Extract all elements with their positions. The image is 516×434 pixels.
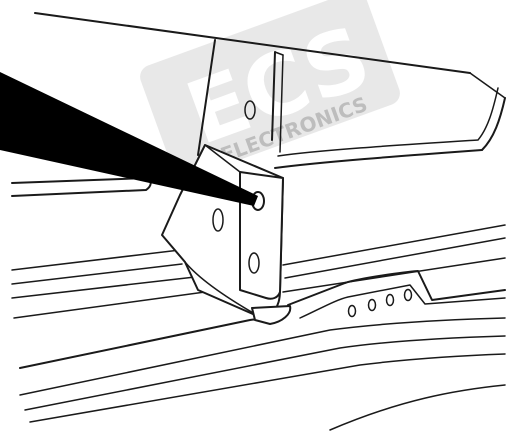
post-top-cap <box>274 51 284 56</box>
left-trim-line-1 <box>11 249 181 271</box>
post-left-edge <box>197 39 216 156</box>
mirror-panel <box>34 12 506 169</box>
sill-inner <box>299 284 506 319</box>
panel-right-edge <box>481 97 506 151</box>
sill-outline <box>287 270 506 306</box>
post-hole <box>244 100 256 120</box>
panel-top-edge <box>34 12 471 74</box>
pointer-wedge <box>0 72 258 206</box>
post-inner-edge <box>279 54 284 153</box>
rail-line-b <box>13 291 206 319</box>
left-trim-line-2 <box>11 263 183 285</box>
panel-inner-line <box>469 72 506 99</box>
vent-hole-1 <box>347 304 357 318</box>
rail-line-a <box>11 276 196 299</box>
rail-line-e <box>282 257 506 293</box>
bracket-fold-line <box>204 144 241 173</box>
rail-line-c <box>282 224 506 266</box>
watermark-logo: ECS ELECTRONICS <box>140 0 400 180</box>
watermark-badge <box>140 0 400 180</box>
left-trim <box>11 177 183 285</box>
sill-lower-1 <box>19 317 506 396</box>
lower-sill <box>19 270 506 431</box>
vertical-post <box>197 39 284 156</box>
sill-lower-3 <box>29 353 506 423</box>
bracket-foot <box>251 305 292 325</box>
left-trim-upper <box>11 177 152 197</box>
sill-lower-4 <box>329 384 506 431</box>
panel-lower-edge <box>274 149 483 169</box>
sill-lower-2 <box>24 335 506 411</box>
bracket-hole-lower <box>248 252 260 274</box>
rail-line-f <box>19 318 276 369</box>
vent-hole-3 <box>385 293 395 307</box>
rail-line-d <box>284 237 506 279</box>
bracket-hole-left <box>212 208 224 232</box>
panel-lower-edge-2 <box>277 87 499 157</box>
post-right-edge <box>271 51 276 141</box>
vent-hole-2 <box>367 298 377 312</box>
vent-hole-4 <box>403 288 413 302</box>
